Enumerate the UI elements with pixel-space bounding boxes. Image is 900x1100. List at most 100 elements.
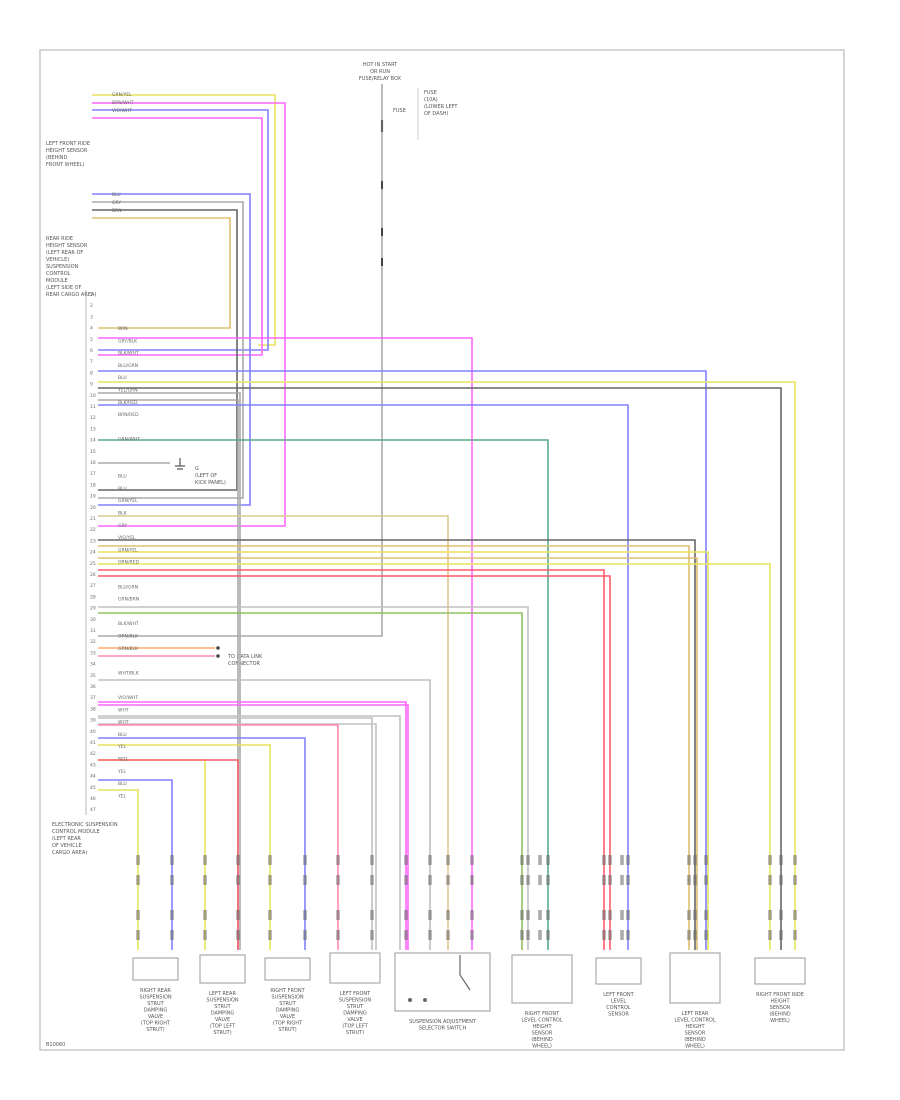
stub-dot-0 xyxy=(216,646,220,650)
component-label-c1-1: SUSPENSION xyxy=(139,995,172,1001)
component-label-c9-0: RIGHT FRONT RIDE xyxy=(756,992,804,998)
component-label-c2-4: VALVE xyxy=(215,1017,230,1023)
wire-label-37: BLU xyxy=(118,781,127,787)
component-label-c2-3: DAMPING xyxy=(211,1011,235,1017)
tick-6-0 xyxy=(336,855,340,865)
pin-30: 30 xyxy=(90,617,96,623)
tick-3-2 xyxy=(236,910,240,920)
stub-dot-1 xyxy=(216,654,220,658)
module-line-1: SUSPENSION xyxy=(46,264,79,270)
tick-13-0 xyxy=(526,855,530,865)
tick-5-3 xyxy=(303,930,307,940)
component-label-c6-0: RIGHT FRONT xyxy=(525,1011,560,1017)
wire-run-4 xyxy=(98,392,241,950)
pin-20: 20 xyxy=(90,505,96,511)
ctrl-line-4: OF VEHICLE xyxy=(52,843,82,849)
wire-label-30: VIO/WHT xyxy=(118,695,138,701)
tick-6-2 xyxy=(336,910,340,920)
tick-16-0 xyxy=(602,855,606,865)
tick-1-2 xyxy=(170,910,174,920)
tick-15-3 xyxy=(546,930,550,940)
sensor2-line-4: VEHICLE) xyxy=(46,257,69,263)
wire-label-12: BLU xyxy=(118,474,127,480)
wire-label-17: VIO/YEL xyxy=(118,535,136,541)
wire-run-19 xyxy=(98,704,409,950)
tick-20-3 xyxy=(687,930,691,940)
pin-25: 25 xyxy=(90,561,96,567)
wire-label-4: BLU xyxy=(118,375,127,381)
tick-5-2 xyxy=(303,910,307,920)
pin-1: 1 xyxy=(90,292,93,298)
tick-20-2 xyxy=(687,910,691,920)
component-box-c9 xyxy=(754,957,806,985)
pin-26: 26 xyxy=(90,572,96,578)
component-label-c3-5: (TOP RIGHT xyxy=(273,1021,303,1027)
pin-15: 15 xyxy=(90,449,96,455)
component-label-c3-4: VALVE xyxy=(280,1014,295,1020)
tick-14-0 xyxy=(538,855,542,865)
tick-1-0 xyxy=(170,855,174,865)
tick-7-1 xyxy=(370,875,374,885)
wire-run-10 xyxy=(98,545,690,950)
wire-run-15 xyxy=(98,575,611,950)
wire-label-7: BRN/RED xyxy=(118,412,139,418)
wire-drop-1 xyxy=(98,779,173,950)
wire-s1-a xyxy=(92,94,276,346)
wire-label-1: GRY/BLK xyxy=(118,338,138,344)
selector-switch-contact xyxy=(459,955,471,991)
wire-label-14: GRN/YEL xyxy=(118,498,138,504)
ctrl-line-1: ELECTRONIC SUSPENSION xyxy=(52,822,118,828)
wire-label-22: GRN/BRN xyxy=(118,597,139,603)
wire-s2-c xyxy=(92,209,238,491)
tick-0-1 xyxy=(136,875,140,885)
connector-group xyxy=(136,855,797,940)
pin-9: 9 xyxy=(90,382,93,388)
component-box-c3 xyxy=(264,957,311,981)
component-label-c3-2: STRUT xyxy=(279,1001,296,1007)
pin-36: 36 xyxy=(90,684,96,690)
tick-18-1 xyxy=(620,875,624,885)
tick-16-1 xyxy=(602,875,606,885)
figure-id: B10060 xyxy=(46,1042,65,1048)
tick-25-1 xyxy=(793,875,797,885)
tick-14-1 xyxy=(538,875,542,885)
mid-wire-label-1: GRY xyxy=(112,200,121,206)
pin-6: 6 xyxy=(90,348,93,354)
pin-12: 12 xyxy=(90,415,96,421)
pin-27: 27 xyxy=(90,583,96,589)
tick-22-0 xyxy=(704,855,708,865)
sensor2-line-3: (LEFT REAR OF xyxy=(46,250,83,256)
sensor2-line-1: REAR RIDE xyxy=(46,236,73,242)
pin-47: 47 xyxy=(90,807,96,813)
component-box-c1 xyxy=(132,957,179,981)
component-label-c8-4: (BEHIND xyxy=(684,1037,706,1043)
pin-7: 7 xyxy=(90,359,93,365)
power-title-1: HOT IN START xyxy=(363,62,399,68)
pin-16: 16 xyxy=(90,460,96,466)
component-label-c7-1: LEVEL xyxy=(611,999,627,1005)
pin-10: 10 xyxy=(90,393,96,399)
tick-17-0 xyxy=(608,855,612,865)
pin-43: 43 xyxy=(90,762,96,768)
wire-label-33: BLU xyxy=(118,732,127,738)
tick-8-2 xyxy=(404,910,408,920)
pin-35: 35 xyxy=(90,673,96,679)
tick-17-3 xyxy=(608,930,612,940)
pin-17: 17 xyxy=(90,471,96,477)
tick-22-1 xyxy=(704,875,708,885)
selector-switch-terminal-1 xyxy=(408,998,412,1002)
tick-2-3 xyxy=(203,930,207,940)
module-line-4: (LEFT SIDE OF xyxy=(46,285,82,291)
wire-run-13 xyxy=(98,563,771,950)
wire-label-25: ORN/BLK xyxy=(118,634,139,640)
component-label-c6-3: SENSOR xyxy=(532,1031,553,1037)
component-label-c3-6: STRUT) xyxy=(278,1027,296,1033)
tick-19-3 xyxy=(626,930,630,940)
tick-24-2 xyxy=(779,910,783,920)
component-label-c9-3: (BEHIND xyxy=(769,1012,791,1018)
component-label-c4-5: (TOP LEFT xyxy=(342,1024,368,1030)
wire-s1-c xyxy=(92,109,269,351)
component-label-c2-5: (TOP LEFT xyxy=(210,1024,236,1030)
component-label-c8-2: HEIGHT xyxy=(685,1024,705,1030)
wire-label-group: BRNGRY/BLKBLK/WHTBLU/GRNBLUYEL/GRNBLK/RE… xyxy=(112,92,140,799)
